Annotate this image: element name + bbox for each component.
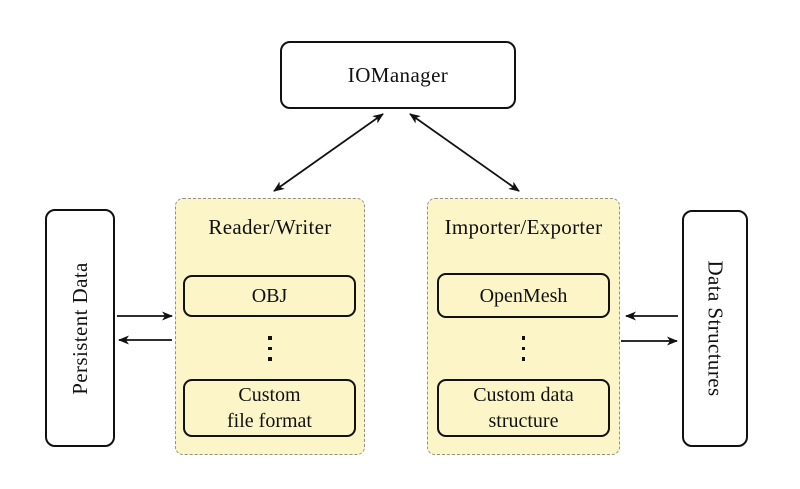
- custom-data-structure-line1: Custom data: [473, 384, 574, 406]
- custom-data-structure-box: Custom data structure: [437, 379, 610, 437]
- iomanager-label: IOManager: [347, 62, 449, 87]
- custom-file-format-line2: file format: [227, 410, 312, 432]
- data-structures-label: Data Structures: [703, 260, 728, 397]
- persistent-data-box: Persistent Data: [45, 209, 115, 447]
- obj-box: OBJ: [183, 275, 356, 317]
- custom-file-format-line1: Custom: [238, 384, 301, 406]
- iomanager-box: IOManager: [280, 41, 516, 109]
- vertical-ellipsis-icon: [176, 336, 364, 361]
- persistent-data-label: Persistent Data: [67, 261, 92, 395]
- obj-label: OBJ: [251, 285, 288, 307]
- data-structures-box: Data Structures: [682, 210, 748, 447]
- arrow-iomanager-readerwriter: [273, 113, 384, 192]
- importer-exporter-group: Importer/Exporter OpenMesh Custom data s…: [427, 198, 620, 455]
- custom-data-structure-line2: structure: [488, 410, 559, 432]
- openmesh-label: OpenMesh: [479, 284, 568, 307]
- reader-writer-group: Reader/Writer OBJ Custom file format: [175, 198, 365, 455]
- reader-writer-group-title: Reader/Writer: [208, 215, 332, 239]
- custom-file-format-box: Custom file format: [183, 379, 356, 437]
- vertical-ellipsis-icon: [428, 336, 619, 361]
- arrow-iomanager-importerexporter: [409, 113, 520, 192]
- importer-exporter-group-title: Importer/Exporter: [444, 215, 603, 239]
- openmesh-box: OpenMesh: [437, 273, 610, 318]
